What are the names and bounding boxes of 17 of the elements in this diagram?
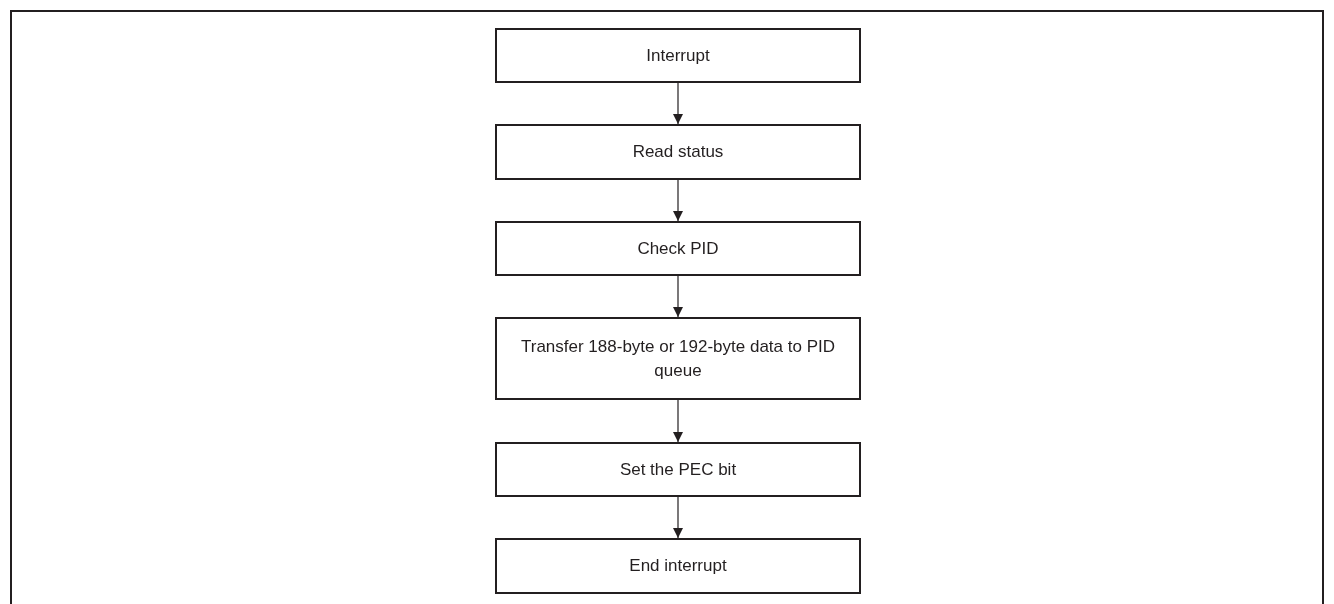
arrow <box>673 496 683 539</box>
process-box <box>495 221 861 276</box>
step-label: Check PID <box>637 237 719 260</box>
arrow <box>673 82 683 125</box>
process-box <box>495 538 861 594</box>
process-box <box>495 124 861 180</box>
step-label: Read status <box>632 141 724 163</box>
step-label: End interrupt <box>629 555 727 577</box>
arrow <box>673 275 683 318</box>
process-box <box>495 442 861 497</box>
step-label: Interrupt <box>646 44 710 67</box>
arrow <box>673 399 683 443</box>
step-label: Set the PEC bit <box>619 458 737 481</box>
process-box <box>495 28 861 83</box>
step-label: Transfer 188-byte or 192-byte data to PID queue <box>519 335 836 382</box>
process-box <box>495 317 861 400</box>
arrow <box>673 179 683 222</box>
